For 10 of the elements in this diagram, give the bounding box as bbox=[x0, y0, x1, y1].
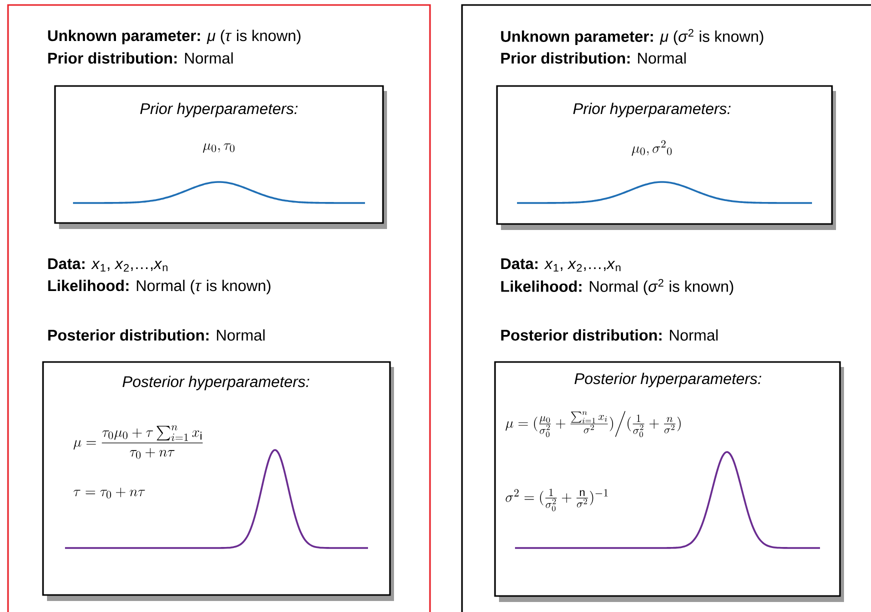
label-text: Likelihood: Normal (σ$^{2}$ is known) bbox=[501, 279, 734, 295]
label-text: Unknown parameter: μ (σ$^{2}$ is known) bbox=[501, 29, 764, 45]
label-text: Unknown parameter: μ (τ is known) bbox=[48, 30, 300, 44]
label-text: Prior distribution: Normal bbox=[501, 52, 686, 64]
label-text: Data: x$_{1}$, x$_{2}$,…,x$_{n}$ bbox=[501, 258, 620, 272]
label-text: Prior distribution: Normal bbox=[48, 52, 233, 64]
label-text: Data: x$_{1}$, x$_{2}$,…,x$_{n}$ bbox=[48, 258, 168, 272]
label-text: Posterior distribution: Normal bbox=[48, 329, 265, 341]
label-text: Likelihood: Normal (τ is known) bbox=[48, 280, 270, 294]
label-text: Posterior distribution: Normal bbox=[501, 329, 718, 341]
